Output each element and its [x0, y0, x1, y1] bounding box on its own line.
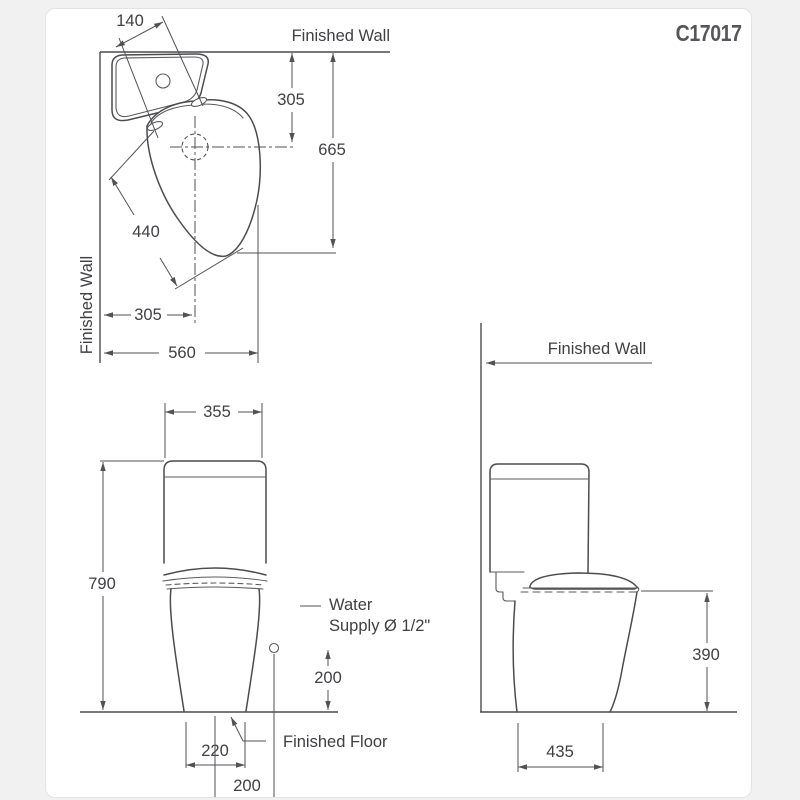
dim-text-140: 140 [116, 12, 144, 30]
seat-outline-plan [146, 99, 261, 258]
pedestal-right-front [245, 588, 261, 712]
bowl-front-edge-side [609, 591, 638, 713]
water-supply-label-line1: Water [329, 596, 373, 614]
dim-text-305v: 305 [277, 91, 305, 109]
seat-hinge-left-plan [146, 121, 164, 131]
seat-front-bulge-side [635, 585, 640, 593]
dim-ext-440-a [108, 130, 155, 181]
front-view: 355 790 Water Supply Ø 1/2" 200 Finis [80, 403, 430, 797]
dim-ext-440-b [174, 247, 244, 290]
dim-text-790: 790 [88, 575, 116, 593]
floor-leader-arrow [230, 716, 244, 742]
dim-text-200-bottom: 200 [233, 777, 261, 795]
dim-text-560: 560 [168, 344, 196, 362]
tank-outline-front [163, 460, 267, 564]
side-finished-wall-label: Finished Wall [548, 340, 646, 358]
side-view: Finished Wall 390 435 [480, 323, 737, 772]
seat-lid-side [529, 572, 638, 590]
dim-text-435: 435 [546, 743, 574, 761]
dim-text-665: 665 [318, 141, 346, 159]
dim-line-140 [115, 21, 164, 48]
dim-text-440: 440 [132, 223, 160, 241]
dim-ext-140-b [161, 15, 204, 107]
top-view: Finished Wall Finished Wall 140 305 665 [78, 12, 390, 363]
dim-text-390: 390 [692, 646, 720, 664]
water-supply-point [268, 642, 280, 654]
top-view-finished-wall-left-label: Finished Wall [78, 256, 96, 354]
tank-inner-outline-plan [115, 56, 204, 118]
model-code: C17017 [676, 20, 742, 46]
finished-floor-label: Finished Floor [283, 733, 388, 751]
dim-text-200-supply: 200 [314, 669, 342, 687]
seat-hinge-right-plan [190, 97, 208, 107]
water-supply-label-line2: Supply Ø 1/2" [329, 617, 430, 635]
tank-outline-side [489, 463, 590, 573]
bowl-back-edge-side [512, 600, 518, 713]
pedestal-left-front [169, 588, 185, 712]
dim-ext-140-a [118, 37, 159, 139]
flush-button-plan [155, 73, 171, 89]
seat-top-arc-front [163, 567, 267, 576]
dim-text-355: 355 [203, 403, 231, 421]
seat-bottom-line-front [166, 586, 264, 590]
dim-line-440-bottom [159, 257, 178, 287]
seat-dashed-line-front [165, 582, 265, 586]
seat-mid-line-front [162, 576, 268, 582]
dim-line-440-top [110, 176, 135, 216]
dim-text-305h: 305 [134, 306, 162, 324]
top-view-finished-wall-top-label: Finished Wall [292, 27, 390, 45]
flush-valve-step-side [495, 571, 516, 602]
